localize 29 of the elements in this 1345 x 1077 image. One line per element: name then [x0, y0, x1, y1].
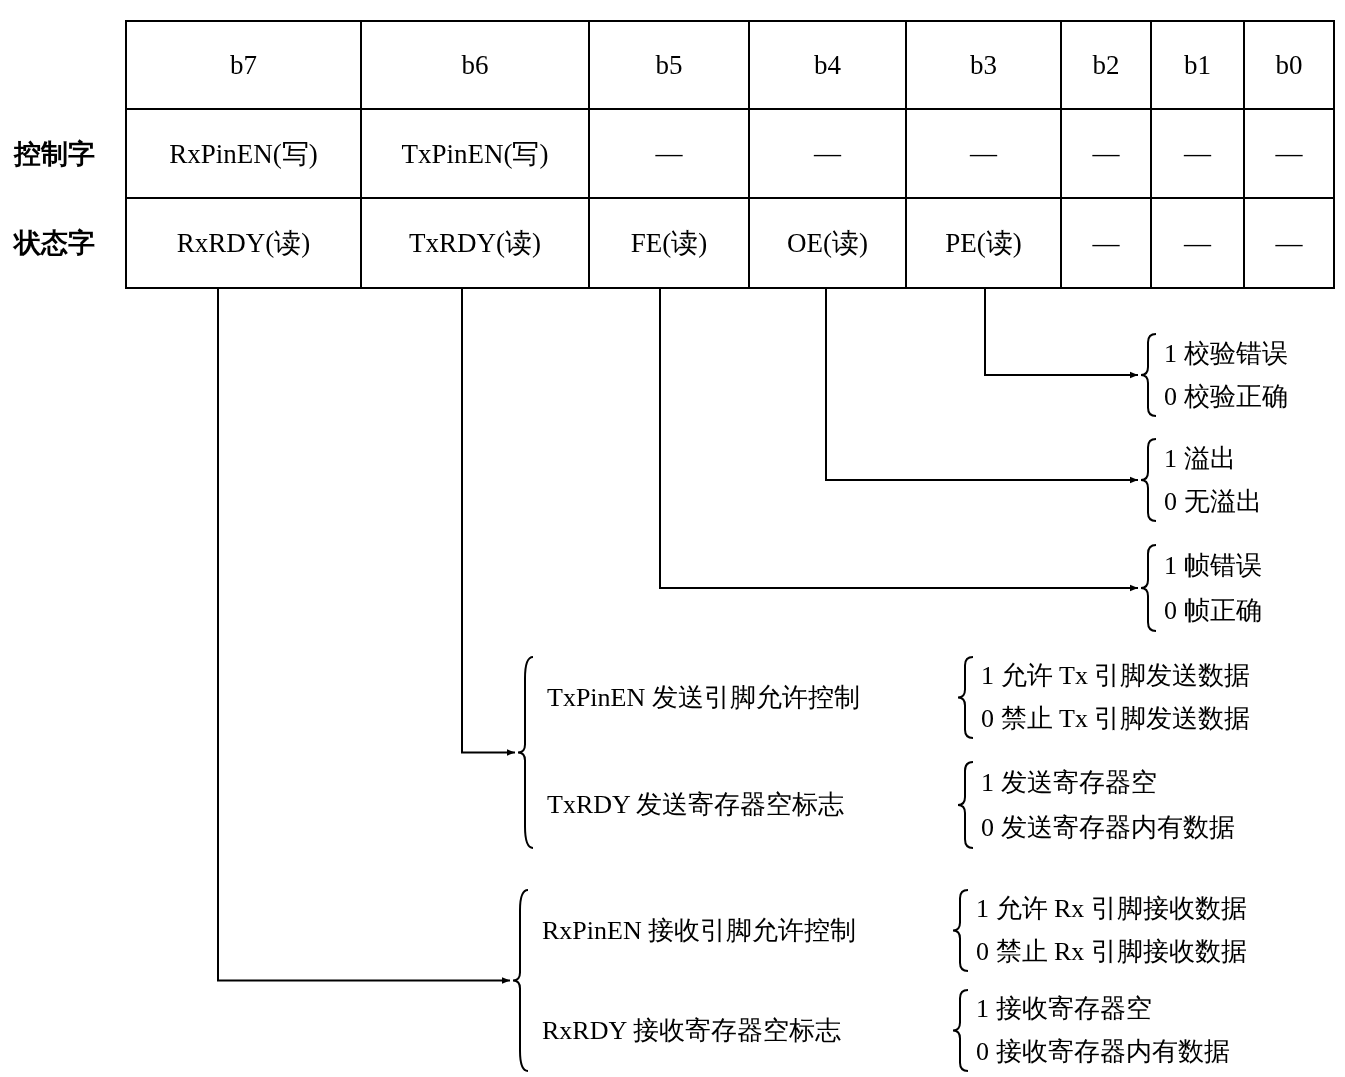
table-cell: RxRDY(读) — [125, 197, 362, 289]
field-description: TxPinEN 发送引脚允许控制 — [547, 682, 860, 713]
bit-header-cell: b7 — [125, 20, 362, 110]
row-header: 控制字 — [14, 138, 95, 171]
option-text: 0 接收寄存器内有数据 — [976, 1036, 1230, 1067]
field-description: RxRDY 接收寄存器空标志 — [542, 1015, 841, 1046]
option-text: 1 帧错误 — [1164, 550, 1262, 581]
option-text: 0 禁止 Rx 引脚接收数据 — [976, 936, 1247, 967]
option-text: 0 发送寄存器内有数据 — [981, 812, 1235, 843]
option-text: 0 帧正确 — [1164, 595, 1262, 626]
option-text: 1 校验错误 — [1164, 338, 1288, 369]
option-text: 0 禁止 Tx 引脚发送数据 — [981, 703, 1251, 734]
option-text: 0 无溢出 — [1164, 486, 1262, 517]
field-description: RxPinEN 接收引脚允许控制 — [542, 915, 857, 946]
arrow — [825, 286, 1139, 484]
arrow — [461, 286, 516, 756]
option-text: 1 允许 Rx 引脚接收数据 — [976, 894, 1247, 925]
bit-header-cell: b0 — [1243, 20, 1335, 110]
option-text: 1 溢出 — [1164, 443, 1236, 474]
option-text: 1 接收寄存器空 — [976, 994, 1152, 1025]
option-text: 1 发送寄存器空 — [981, 767, 1157, 798]
field-description: TxRDY 发送寄存器空标志 — [547, 790, 845, 820]
table-cell: — — [1243, 197, 1335, 289]
option-text: 1 允许 Tx 引脚发送数据 — [981, 661, 1251, 692]
arrow — [659, 286, 1139, 592]
row-header: 状态字 — [14, 227, 95, 260]
arrow — [984, 286, 1139, 379]
option-text: 0 校验正确 — [1164, 381, 1288, 412]
arrow — [217, 286, 511, 984]
